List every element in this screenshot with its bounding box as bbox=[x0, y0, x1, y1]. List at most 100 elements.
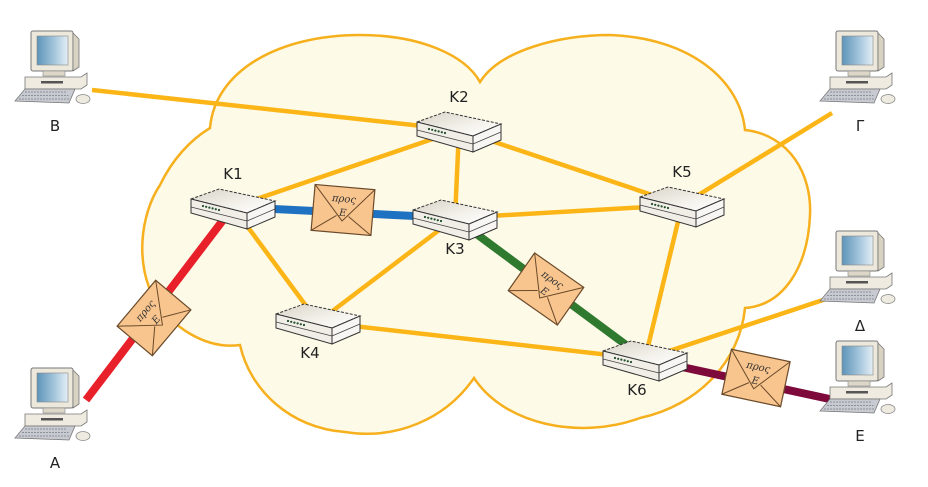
envelope-flap bbox=[117, 280, 164, 327]
envelope-text-to: προς bbox=[744, 360, 771, 376]
router-led bbox=[663, 206, 666, 209]
router-led bbox=[434, 129, 437, 132]
mouse-icon bbox=[880, 94, 896, 104]
router-K5[interactable] bbox=[638, 186, 726, 228]
router-K4[interactable] bbox=[274, 303, 362, 345]
router-led bbox=[201, 204, 205, 208]
router-led bbox=[626, 360, 629, 363]
envelope-fold bbox=[310, 215, 337, 231]
mouse-icon bbox=[75, 94, 91, 104]
router-led bbox=[211, 207, 214, 210]
envelope-fold bbox=[348, 216, 372, 236]
envelope-fold bbox=[151, 326, 156, 356]
link-K3-K4 bbox=[316, 216, 457, 324]
envelope-fold bbox=[162, 309, 192, 318]
mouse-icon bbox=[75, 431, 91, 441]
router-led bbox=[302, 323, 306, 327]
router-led bbox=[290, 320, 293, 323]
router-K2[interactable] bbox=[415, 111, 503, 153]
link-K5-G bbox=[680, 111, 834, 207]
links-layer bbox=[82, 87, 849, 407]
router-led bbox=[657, 204, 660, 207]
screen bbox=[841, 345, 874, 376]
router-led bbox=[296, 322, 299, 325]
screen bbox=[36, 35, 69, 66]
router-led bbox=[617, 357, 620, 360]
computer-label-B: B bbox=[50, 117, 60, 135]
router-led bbox=[666, 206, 670, 210]
envelope-fold bbox=[547, 297, 558, 326]
link-K1-K2 bbox=[232, 127, 460, 210]
link-K6-D bbox=[644, 293, 836, 362]
mouse-icon bbox=[880, 294, 896, 304]
router-label-K5: K5 bbox=[672, 163, 691, 181]
router-K6[interactable] bbox=[601, 340, 689, 382]
router-led bbox=[620, 358, 623, 361]
computer-label-G: Γ bbox=[856, 117, 865, 135]
router-led bbox=[430, 217, 433, 220]
router-led bbox=[437, 130, 440, 133]
router-label-K4: K4 bbox=[300, 344, 319, 362]
computer-B[interactable] bbox=[14, 30, 91, 104]
router-label-K6: K6 bbox=[627, 381, 646, 399]
computer-D[interactable] bbox=[819, 230, 896, 304]
envelope-body bbox=[721, 348, 791, 408]
router-led bbox=[293, 321, 296, 324]
router-led bbox=[440, 131, 443, 134]
computer-A[interactable] bbox=[14, 367, 91, 441]
router-led bbox=[439, 219, 443, 223]
envelope-flap bbox=[534, 252, 584, 299]
router-led bbox=[205, 205, 208, 208]
router-led bbox=[654, 203, 657, 206]
envelope-flap bbox=[731, 349, 791, 390]
link-B-K2 bbox=[91, 87, 460, 133]
link-K4-K6 bbox=[317, 319, 646, 362]
router-led bbox=[443, 131, 447, 135]
router-led bbox=[299, 323, 302, 326]
link-K5-K6 bbox=[642, 204, 685, 360]
router-led bbox=[629, 360, 633, 364]
computer-label-A: A bbox=[50, 454, 61, 472]
router-label-K3: K3 bbox=[445, 240, 464, 258]
router-led bbox=[217, 208, 221, 212]
router-led bbox=[208, 206, 211, 209]
envelope-body bbox=[507, 252, 585, 326]
router-led bbox=[431, 128, 434, 131]
screen bbox=[841, 35, 874, 66]
router-led bbox=[286, 319, 290, 323]
envelope-text-dest: E bbox=[750, 375, 761, 388]
router-led bbox=[427, 127, 431, 131]
screen bbox=[841, 235, 874, 266]
envelope-text-dest: E bbox=[338, 208, 348, 220]
envelope-fold bbox=[508, 289, 538, 292]
router-led bbox=[650, 202, 654, 206]
computer-E[interactable] bbox=[819, 340, 896, 414]
router-K3[interactable] bbox=[411, 199, 499, 241]
router-K1[interactable] bbox=[189, 188, 277, 230]
envelope-text-to: προς bbox=[330, 193, 356, 206]
router-led bbox=[436, 219, 439, 222]
computer-G[interactable] bbox=[819, 30, 896, 104]
envelope-flap bbox=[314, 184, 376, 222]
mouse-icon bbox=[880, 404, 896, 414]
computer-label-E: E bbox=[855, 427, 864, 445]
screen bbox=[36, 372, 69, 403]
computer-label-D: Δ bbox=[855, 317, 866, 335]
router-led bbox=[623, 359, 626, 362]
router-label-K1: K1 bbox=[223, 165, 242, 183]
router-led bbox=[427, 216, 430, 219]
router-led bbox=[423, 215, 427, 219]
envelope-body bbox=[310, 183, 376, 237]
router-label-K2: K2 bbox=[449, 88, 468, 106]
envelope-fold bbox=[760, 384, 781, 408]
router-led bbox=[433, 218, 436, 221]
envelope-body bbox=[116, 279, 192, 357]
router-led bbox=[660, 205, 663, 208]
router-led bbox=[214, 208, 217, 211]
